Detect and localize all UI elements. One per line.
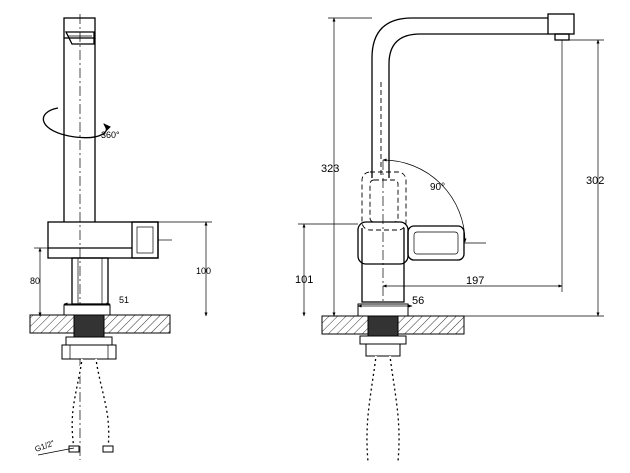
dimension-90-degrees: 90° (382, 158, 467, 243)
dim-lever-angle: 90° (430, 182, 445, 193)
dim-total-height: 323 (321, 163, 339, 175)
dim-body-height: 101 (295, 274, 313, 286)
countertop-right (321, 303, 465, 357)
dimension-56: 56 (357, 295, 424, 308)
rotation-arrow: 360° (42, 107, 120, 140)
spout-tip (63, 17, 96, 45)
thread-label: G1/2" (34, 438, 56, 453)
dimension-100: 100 (158, 221, 212, 317)
dimension-101: 101 (295, 223, 358, 317)
dim-body-width: 51 (119, 295, 129, 305)
dim-spout-height: 302 (586, 175, 604, 187)
spout-arc (371, 13, 575, 178)
dimension-80: 80 (30, 247, 48, 317)
side-view: 360° (29, 14, 212, 460)
thread-callout: G1/2" (34, 438, 75, 456)
spout-column (63, 14, 96, 460)
dimension-302: 302 (464, 39, 604, 317)
flex-hoses-right (365, 355, 401, 463)
dim-base-height: 80 (30, 276, 40, 286)
flex-hoses-left (68, 358, 114, 453)
mixer-body (47, 221, 172, 305)
front-view: 323 302 90° 101 197 56 (295, 13, 604, 463)
dim-lever-height: 100 (196, 266, 211, 276)
dimension-323: 323 (321, 17, 372, 317)
rotation-label: 360° (101, 130, 120, 140)
countertop-left (29, 304, 171, 360)
dim-body-diameter: 56 (412, 295, 424, 307)
dim-spout-reach: 197 (466, 275, 484, 287)
dimension-197: 197 (382, 40, 563, 292)
lever-dashed-position (361, 171, 407, 231)
dimension-51: 51 (63, 295, 129, 306)
